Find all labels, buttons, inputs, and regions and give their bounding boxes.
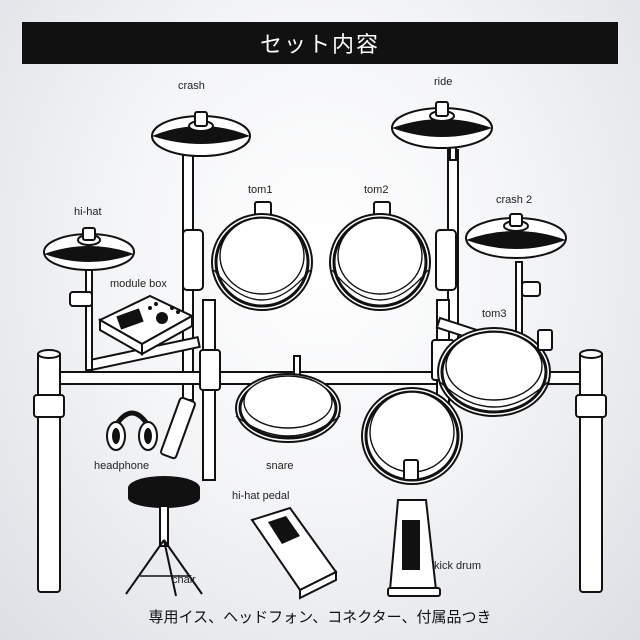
- page-title: セット内容: [259, 33, 380, 58]
- label-tom2: tom2: [364, 184, 389, 196]
- label-chair: chair: [172, 574, 196, 586]
- hihat-cymbal: [43, 227, 135, 371]
- label-tom3: tom3: [482, 308, 507, 320]
- crash2-cymbal: [465, 213, 567, 353]
- snare-pad: [235, 355, 341, 443]
- chair: [125, 476, 203, 597]
- module-box: [97, 294, 195, 356]
- rack-frame: [33, 149, 607, 593]
- label-snare: snare: [266, 460, 294, 472]
- label-crash: crash: [178, 80, 205, 92]
- ride-cymbal: [391, 101, 493, 161]
- footer-note: 専用イス、ヘッドフォン、コネクター、付属品つき: [148, 608, 492, 626]
- label-hihat: hi-hat: [74, 206, 102, 218]
- label-headphone: headphone: [94, 460, 150, 472]
- label-kick-drum: kick drum: [434, 560, 482, 572]
- crash-cymbal: [151, 111, 251, 157]
- label-tom1: tom1: [248, 184, 273, 196]
- label-hihat-pedal: hi-hat pedal: [232, 490, 290, 502]
- header-bar: セット内容: [22, 22, 618, 64]
- tom2-pad: [329, 201, 431, 311]
- kick-drum-pad: [361, 387, 463, 597]
- hihat-pedal: [250, 506, 338, 600]
- headphone: [106, 410, 158, 451]
- tom3-pad: [437, 327, 553, 417]
- label-crash2: crash 2: [496, 194, 533, 206]
- tom1-pad: [211, 201, 313, 311]
- label-module-box: module box: [110, 278, 167, 290]
- label-ride: ride: [434, 76, 453, 88]
